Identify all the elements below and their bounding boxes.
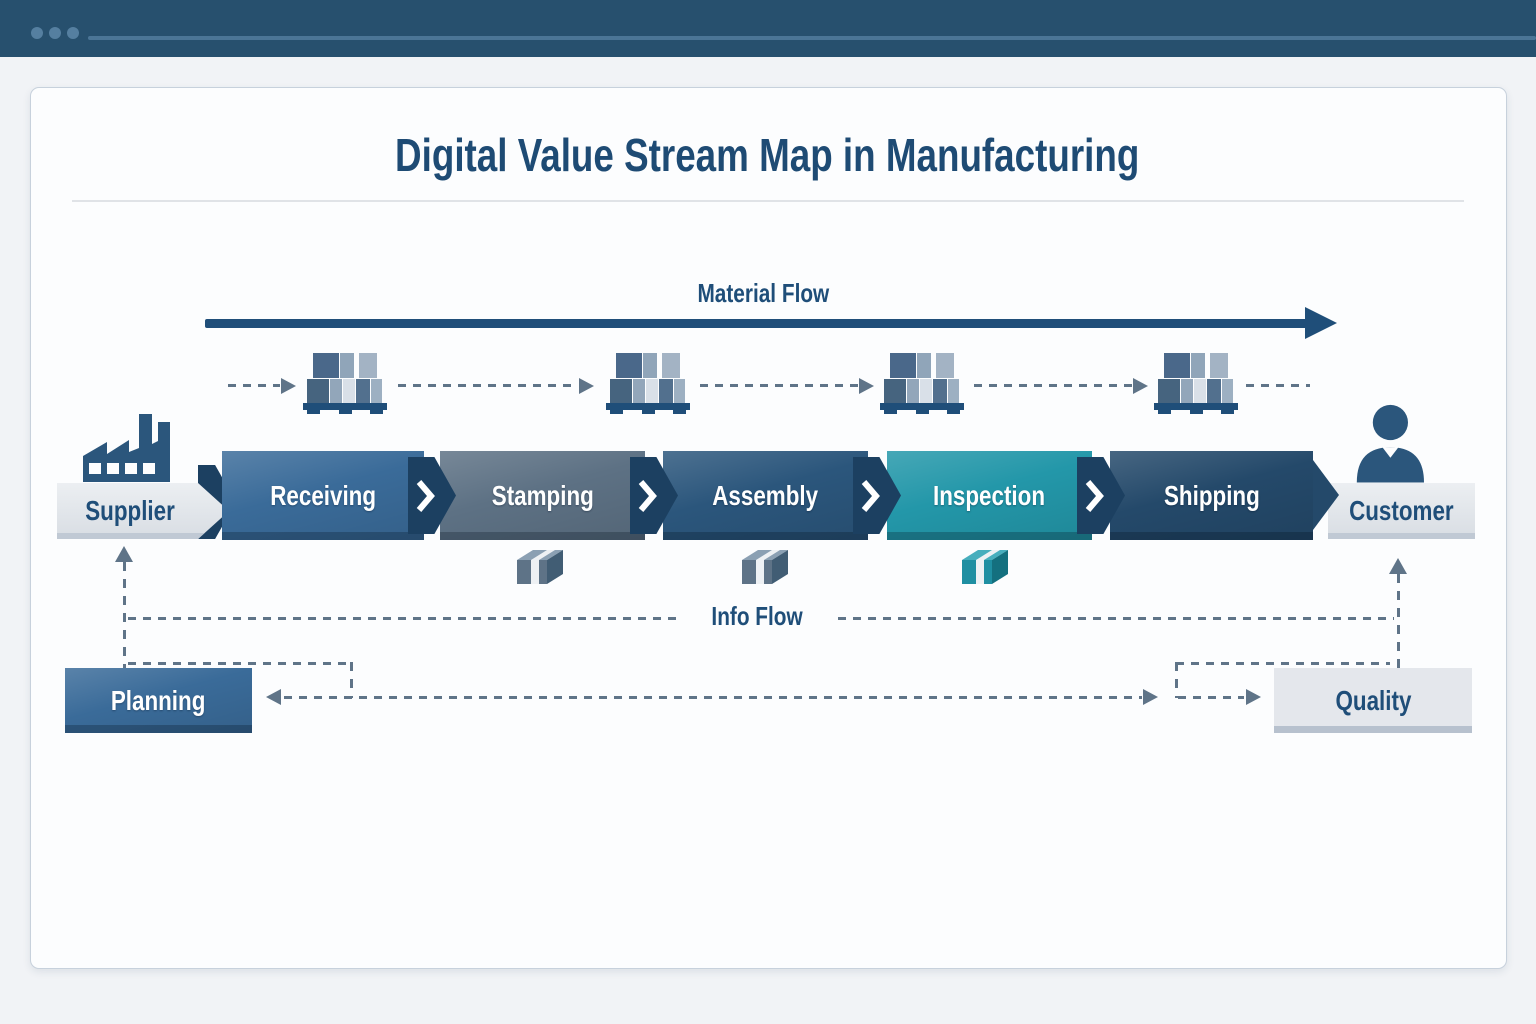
- right-arrowhead-icon: [1143, 689, 1158, 705]
- supplier-feedback-line: [123, 562, 126, 668]
- dashed-arrowhead-icon: [281, 378, 296, 394]
- pallet-icon: [876, 350, 968, 414]
- quality-box: Quality: [1274, 668, 1472, 733]
- quality-in-line: [1178, 696, 1244, 699]
- planning-box: Planning: [65, 668, 252, 733]
- right-arrowhead-icon: [1246, 689, 1261, 705]
- step-inspection: Inspection: [887, 451, 1092, 540]
- routing-line: [1175, 662, 1178, 698]
- step-shipping: Shipping: [1110, 451, 1313, 540]
- package-icon: [511, 546, 575, 586]
- material-flow-arrow: [205, 319, 1307, 328]
- chevron-right-icon: [416, 479, 435, 512]
- title-divider: [72, 200, 1464, 202]
- dashed-arrowhead-icon: [859, 378, 874, 394]
- planning-quality-line: [284, 696, 1142, 699]
- dashed-flow-line: [398, 384, 578, 387]
- factory-icon: [73, 406, 173, 484]
- chevron-right-icon: [638, 479, 657, 512]
- step-receiving: Receiving: [222, 451, 424, 540]
- window-dot-icon[interactable]: [49, 27, 61, 39]
- step-stamping: Stamping: [440, 451, 645, 540]
- info-flow-line: [128, 617, 678, 620]
- pallet-icon: [602, 350, 694, 414]
- customer-feedback-line: [1397, 574, 1400, 668]
- dashed-flow-line: [700, 384, 858, 387]
- up-arrowhead-icon: [1389, 558, 1407, 574]
- dashed-flow-line: [974, 384, 1132, 387]
- pallet-icon: [299, 350, 391, 414]
- dashed-arrowhead-icon: [579, 378, 594, 394]
- supplier-box: Supplier: [57, 483, 229, 539]
- package-icon: [736, 546, 800, 586]
- dashed-arrowhead-icon: [1133, 378, 1148, 394]
- up-arrowhead-icon: [115, 546, 133, 562]
- chevron-right-icon: [1085, 479, 1104, 512]
- chevron-right-icon: [861, 479, 880, 512]
- package-icon: [956, 546, 1020, 586]
- info-flow-line: [838, 617, 1394, 620]
- address-bar-line: [88, 36, 1536, 40]
- material-flow-label: Material Flow: [697, 278, 829, 308]
- page-title: Digital Value Stream Map in Manufacturin…: [395, 129, 1140, 181]
- routing-line: [350, 662, 353, 698]
- routing-line: [128, 662, 352, 665]
- info-flow-label: Info Flow: [711, 601, 803, 631]
- window-dot-icon[interactable]: [67, 27, 79, 39]
- customer-box: Customer: [1328, 483, 1475, 539]
- window-dot-icon[interactable]: [31, 27, 43, 39]
- dashed-flow-line: [228, 384, 280, 387]
- material-flow-arrowhead-icon: [1305, 307, 1337, 339]
- pallet-icon: [1150, 350, 1242, 414]
- left-arrowhead-icon: [266, 689, 281, 705]
- browser-topbar: [0, 0, 1536, 57]
- routing-line: [1176, 662, 1390, 665]
- dashed-flow-line: [1246, 384, 1310, 387]
- step-assembly: Assembly: [663, 451, 868, 540]
- person-icon: [1352, 402, 1432, 483]
